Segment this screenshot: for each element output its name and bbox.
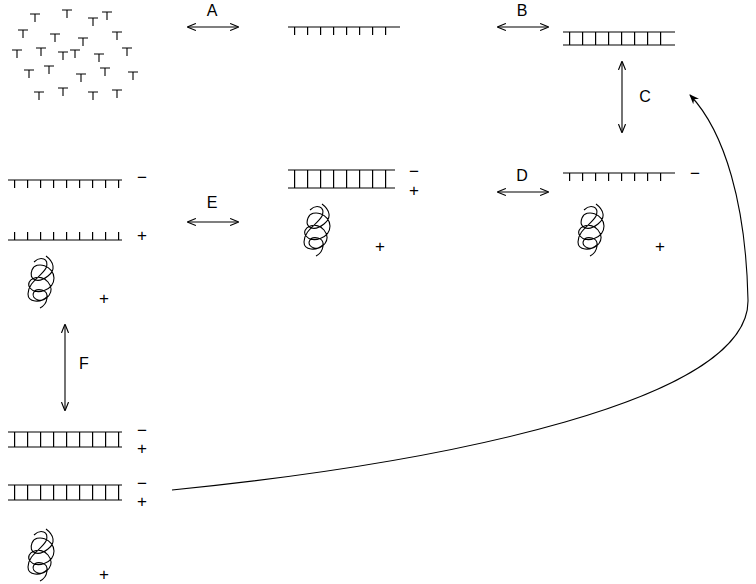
monomers bbox=[12, 10, 138, 100]
charge-sign: + bbox=[375, 238, 385, 255]
step-label: D bbox=[516, 168, 528, 184]
charge-sign: + bbox=[137, 440, 147, 457]
charge-sign: + bbox=[137, 227, 147, 244]
step-label: F bbox=[79, 356, 89, 372]
step-label: A bbox=[207, 3, 218, 19]
charge-sign: − bbox=[137, 169, 147, 186]
charge-sign: + bbox=[137, 493, 147, 510]
step-label: B bbox=[517, 3, 528, 19]
charge-sign: − bbox=[409, 163, 419, 180]
charge-sign: + bbox=[655, 238, 665, 255]
charge-sign: + bbox=[99, 290, 109, 307]
charge-sign: − bbox=[690, 165, 700, 182]
charge-sign: + bbox=[409, 182, 419, 199]
charge-sign: − bbox=[137, 475, 147, 492]
charge-sign: − bbox=[137, 422, 147, 439]
step-label: E bbox=[207, 195, 218, 211]
charge-sign: + bbox=[99, 566, 109, 583]
step-label: C bbox=[639, 89, 651, 105]
